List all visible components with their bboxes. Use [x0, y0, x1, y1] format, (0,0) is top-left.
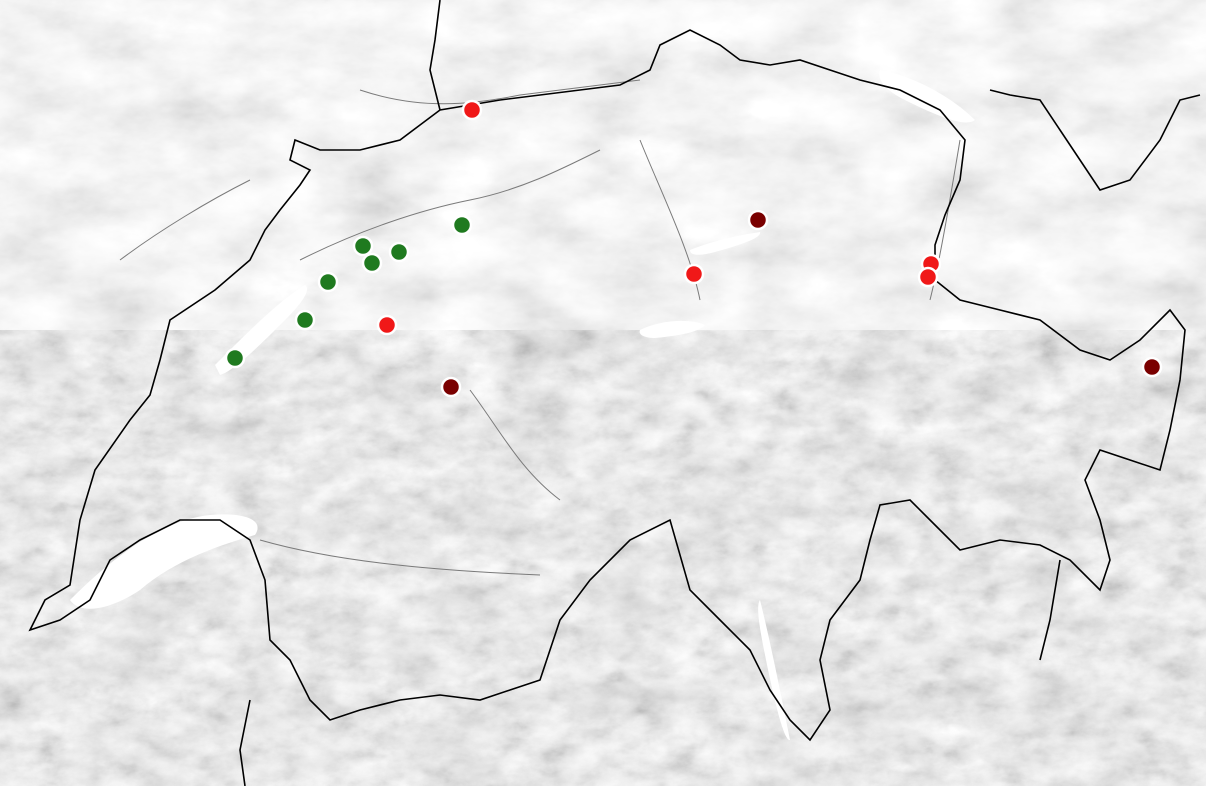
markers — [224, 99, 1163, 398]
borders — [28, 0, 1201, 786]
marker-red-3[interactable] — [376, 314, 398, 336]
marker-green-4[interactable] — [361, 252, 383, 274]
marker-red-1[interactable] — [461, 99, 483, 121]
marker-red-2[interactable] — [683, 263, 705, 285]
marker-green-7[interactable] — [224, 347, 246, 369]
border-south-east — [1039, 559, 1061, 661]
lake-zurich — [690, 232, 761, 255]
lake-geneva — [70, 514, 258, 609]
marker-darkred-1[interactable] — [747, 209, 769, 231]
marker-darkred-2[interactable] — [440, 376, 462, 398]
lake-constance — [879, 70, 975, 123]
border-northeast — [989, 89, 1201, 191]
marker-green-3[interactable] — [388, 241, 410, 263]
alpine-relief — [0, 330, 1206, 786]
marker-green-6[interactable] — [294, 309, 316, 331]
border-south-west — [239, 699, 251, 786]
marker-darkred-3[interactable] — [1141, 356, 1163, 378]
lake-maggiore — [758, 600, 790, 741]
swiss-border — [28, 29, 1186, 742]
lake-lucerne — [639, 320, 705, 338]
marker-red-5[interactable] — [917, 266, 939, 288]
marker-green-5[interactable] — [317, 271, 339, 293]
border-north — [429, 0, 441, 111]
marker-green-2[interactable] — [352, 235, 374, 257]
marker-green-1[interactable] — [451, 214, 473, 236]
rivers — [119, 79, 961, 576]
